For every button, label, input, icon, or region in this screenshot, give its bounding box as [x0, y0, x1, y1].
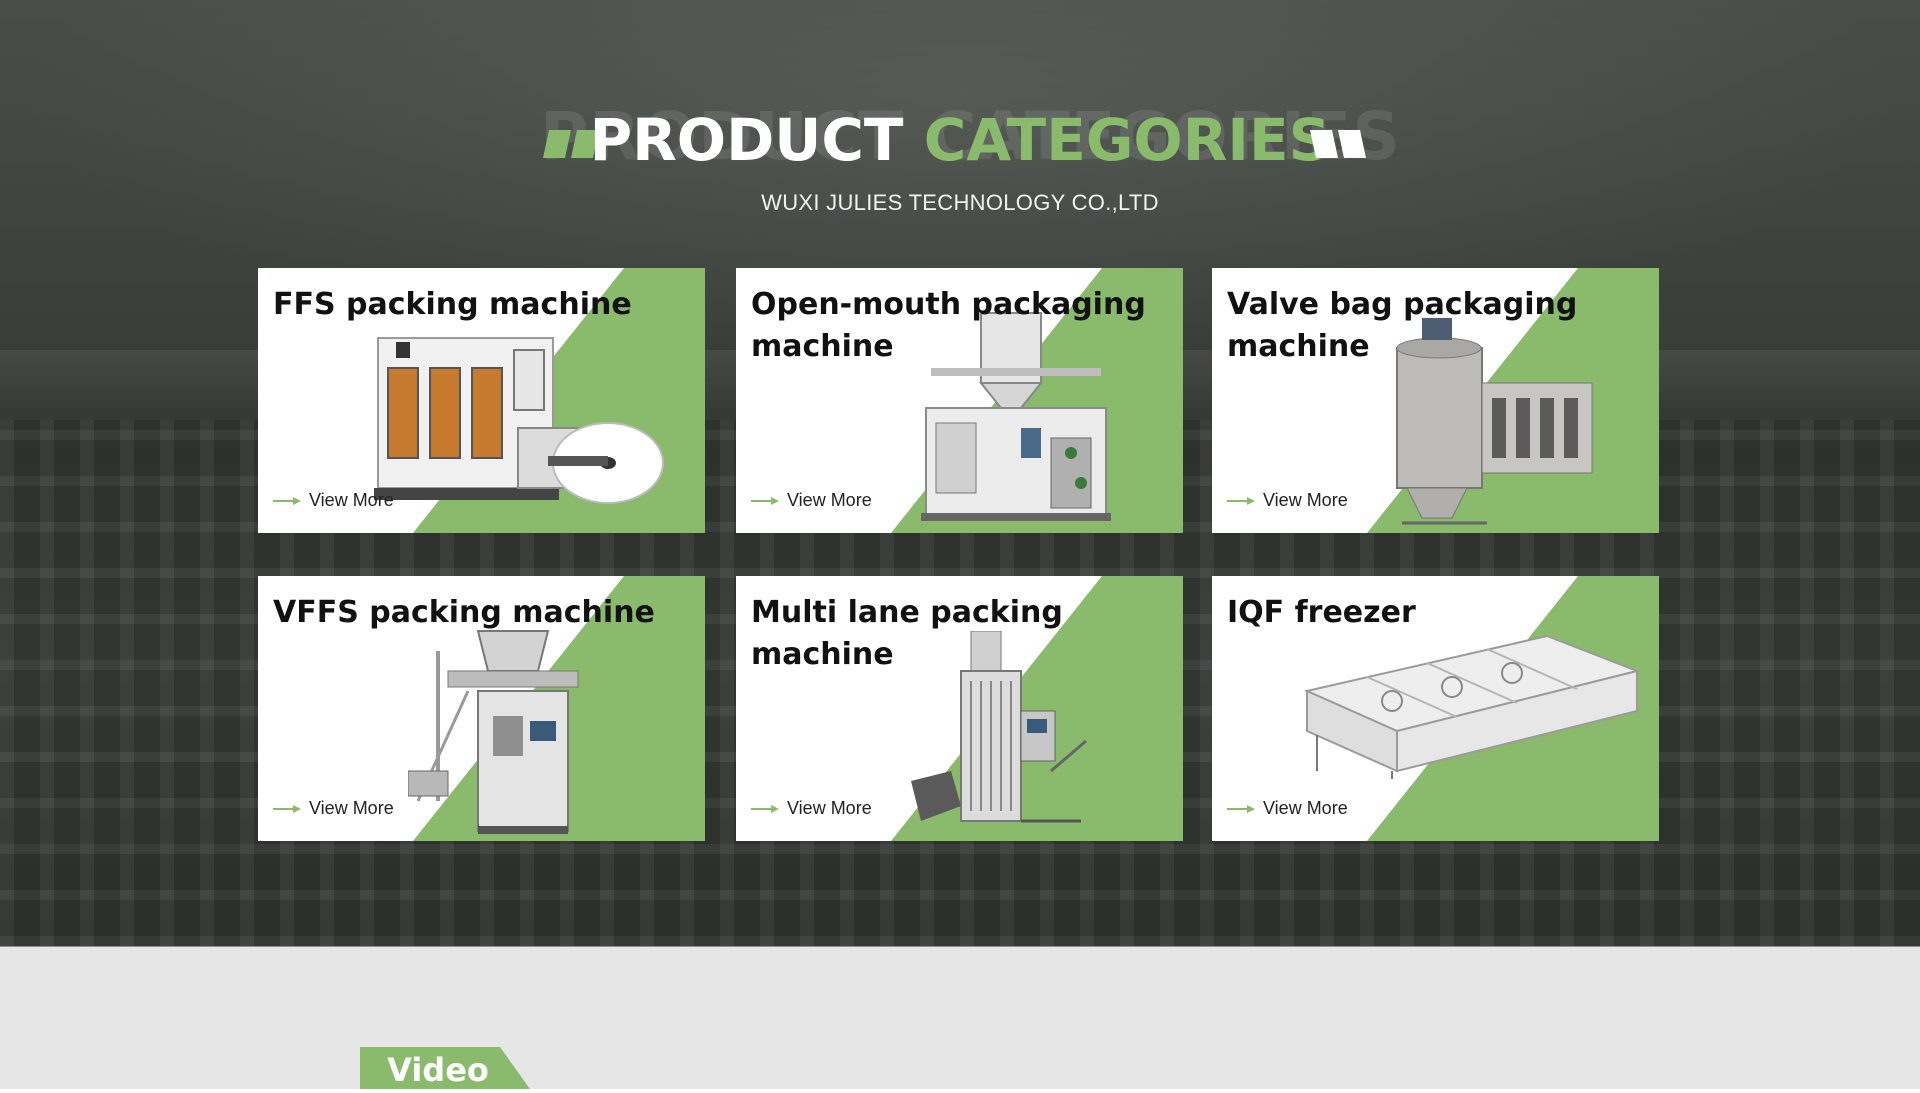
- arrow-right-icon: [751, 804, 779, 813]
- view-more-link[interactable]: View More: [1227, 798, 1348, 819]
- section-divider: [0, 946, 1920, 947]
- category-card-iqf-freezer[interactable]: IQF freezer View More: [1212, 576, 1659, 841]
- video-tab-label: Video: [387, 1051, 489, 1089]
- valve-bag-machine-image: [1396, 318, 1593, 525]
- view-more-link[interactable]: View More: [273, 798, 394, 819]
- heading-ghost-text: PRODUCT CATEGORIES: [540, 98, 1401, 175]
- parallelogram-deco-icon: [1310, 130, 1366, 158]
- view-more-link[interactable]: View More: [1227, 490, 1348, 511]
- product-categories-section: PRODUCT CATEGORIES PRODUCT CATEGORIES WU…: [0, 0, 1920, 946]
- video-tab-shape: [360, 1047, 530, 1089]
- company-subtitle: WUXI JULIES TECHNOLOGY CO.,LTD: [761, 190, 1159, 215]
- vffs-machine-image: [408, 630, 579, 834]
- card-title: Open-mouth packaging machine: [751, 287, 1146, 364]
- view-more-link[interactable]: View More: [751, 798, 872, 819]
- category-card-multi-lane[interactable]: Multi lane packing machine View More: [736, 576, 1183, 841]
- arrow-right-icon: [1227, 496, 1255, 505]
- card-title: IQF freezer: [1227, 595, 1416, 630]
- category-card-open-mouth[interactable]: Open-mouth packaging machine View More: [736, 268, 1183, 533]
- view-more-label: View More: [309, 490, 394, 510]
- parallelogram-deco-icon: [543, 130, 599, 158]
- page-title: PRODUCT CATEGORIES: [560, 106, 1360, 174]
- arrow-right-icon: [751, 496, 779, 505]
- view-more-label: View More: [787, 490, 872, 510]
- ffs-machine-image: [374, 337, 664, 504]
- video-tab[interactable]: Video: [360, 1047, 530, 1089]
- category-card-vffs[interactable]: VFFS packing machine View More: [258, 576, 705, 841]
- card-title: FFS packing machine: [273, 287, 632, 322]
- view-more-link[interactable]: View More: [273, 490, 394, 511]
- video-section: [0, 946, 1920, 1089]
- title-green-word: CATEGORIES: [923, 106, 1331, 174]
- category-card-ffs[interactable]: FFS packing machine View More: [258, 268, 705, 533]
- multi-lane-machine-image: [911, 631, 1087, 823]
- title-white-word: PRODUCT: [589, 106, 904, 174]
- category-card-valve-bag[interactable]: Valve bag packaging machine View More: [1212, 268, 1659, 533]
- view-more-label: View More: [1263, 490, 1348, 510]
- view-more-link[interactable]: View More: [751, 490, 872, 511]
- arrow-right-icon: [273, 804, 301, 813]
- view-more-label: View More: [309, 798, 394, 818]
- open-mouth-machine-image: [921, 312, 1111, 521]
- view-more-label: View More: [1263, 798, 1348, 818]
- card-title: VFFS packing machine: [273, 595, 655, 630]
- arrow-right-icon: [1227, 804, 1255, 813]
- card-title: Multi lane packing machine: [751, 595, 1063, 672]
- card-title: Valve bag packaging machine: [1227, 287, 1578, 364]
- view-more-label: View More: [787, 798, 872, 818]
- arrow-right-icon: [273, 496, 301, 505]
- iqf-freezer-image: [1303, 634, 1641, 779]
